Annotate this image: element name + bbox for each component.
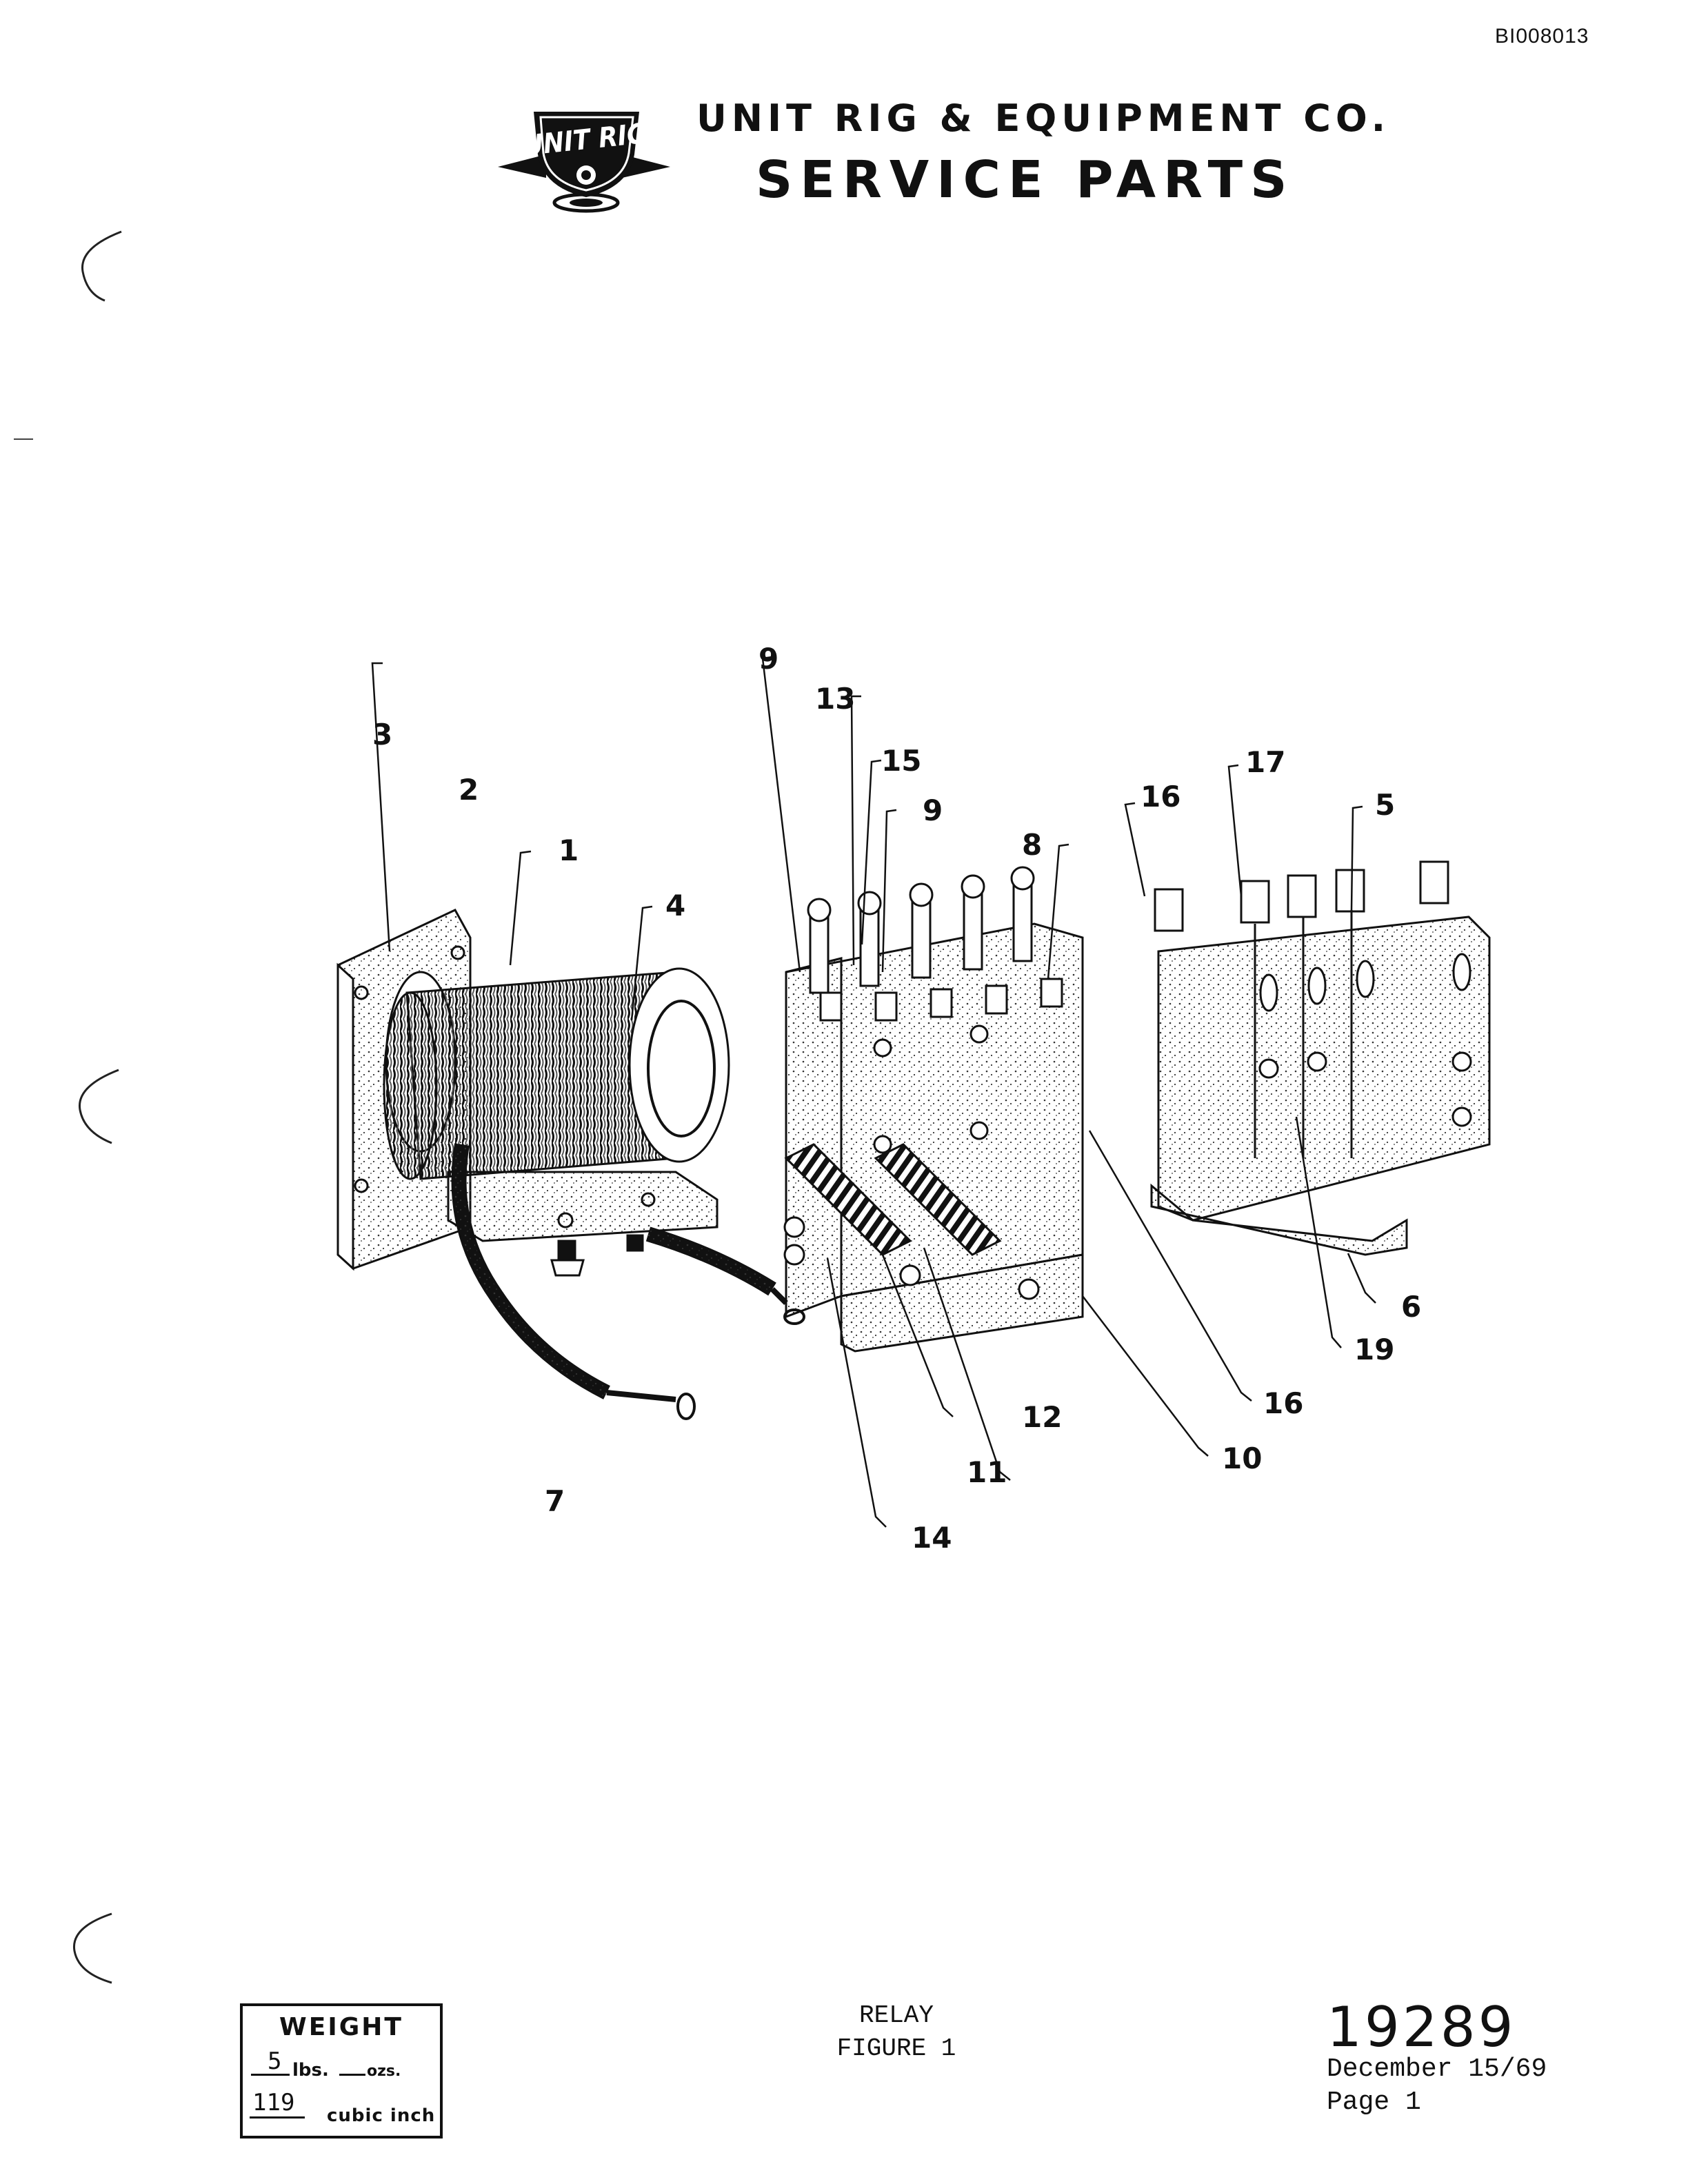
callout-14: 14 [912, 1521, 952, 1555]
callout-7: 7 [545, 1484, 565, 1518]
callout-15: 15 [881, 744, 921, 778]
section-title: SERVICE PARTS [756, 150, 1295, 210]
cubic-value: 119 [252, 2089, 295, 2116]
weight-title: WEIGHT [279, 2013, 403, 2041]
callout-8: 8 [1022, 828, 1042, 862]
unit-rig-logo: UNIT RIG [498, 112, 670, 213]
callout-11: 11 [967, 1455, 1007, 1489]
ozs-unit: ozs. [367, 2063, 401, 2080]
contact-block-assembly [783, 866, 1084, 1353]
callout-10: 10 [1222, 1442, 1262, 1475]
caption-line-1: RELAY [858, 2001, 934, 2030]
cubic-rule [250, 2116, 305, 2119]
callout-18: 17 [1245, 745, 1285, 779]
company-name: UNIT RIG & EQUIPMENT CO. [696, 97, 1391, 140]
weight-box: WEIGHT 5 lbs. ozs. 119 cubic inch [240, 2003, 443, 2138]
margin-tick [14, 438, 33, 440]
lbs-unit: lbs. [292, 2060, 329, 2081]
callout-19: 19 [1354, 1333, 1394, 1366]
cubic-unit: cubic inch [327, 2105, 436, 2126]
callout-13: 13 [815, 682, 855, 716]
lbs-value: 5 [268, 2048, 282, 2075]
callout-4: 4 [665, 889, 685, 922]
caption-line-2: FIGURE 1 [836, 2034, 956, 2063]
callout-12: 12 [1022, 1400, 1062, 1434]
callout-5: 5 [1375, 788, 1395, 822]
document-id: BI008013 [1495, 25, 1589, 48]
callout-2: 2 [459, 773, 479, 807]
contact-housing-assembly [1150, 860, 1491, 1256]
callout-1: 1 [559, 833, 579, 867]
page-number: Page 1 [1327, 2087, 1421, 2117]
callout-9-left: 9 [758, 642, 778, 676]
callout-3: 3 [372, 718, 392, 751]
figure-caption: RELAY FIGURE 1 [827, 1999, 965, 2065]
coil-assembly [336, 909, 805, 1420]
binder-punch-mark-icon [72, 1912, 112, 1984]
leader-lines [371, 656, 1376, 1528]
lbs-rule [251, 2074, 290, 2076]
ozs-rule [339, 2074, 365, 2076]
callout-9-right: 9 [923, 793, 943, 827]
binder-punch-mark-icon [81, 230, 122, 302]
issue-date: December 15/69 [1327, 2054, 1547, 2084]
callout-17: 16 [1141, 780, 1180, 813]
binder-punch-mark-icon [78, 1069, 119, 1144]
part-number: 19289 [1327, 1995, 1516, 2059]
callout-6: 6 [1401, 1290, 1421, 1324]
callout-16: 16 [1263, 1386, 1303, 1420]
relay-exploded-drawing: 3 2 1 4 9 13 15 9 8 16 17 5 6 19 16 10 1… [336, 642, 1491, 1555]
